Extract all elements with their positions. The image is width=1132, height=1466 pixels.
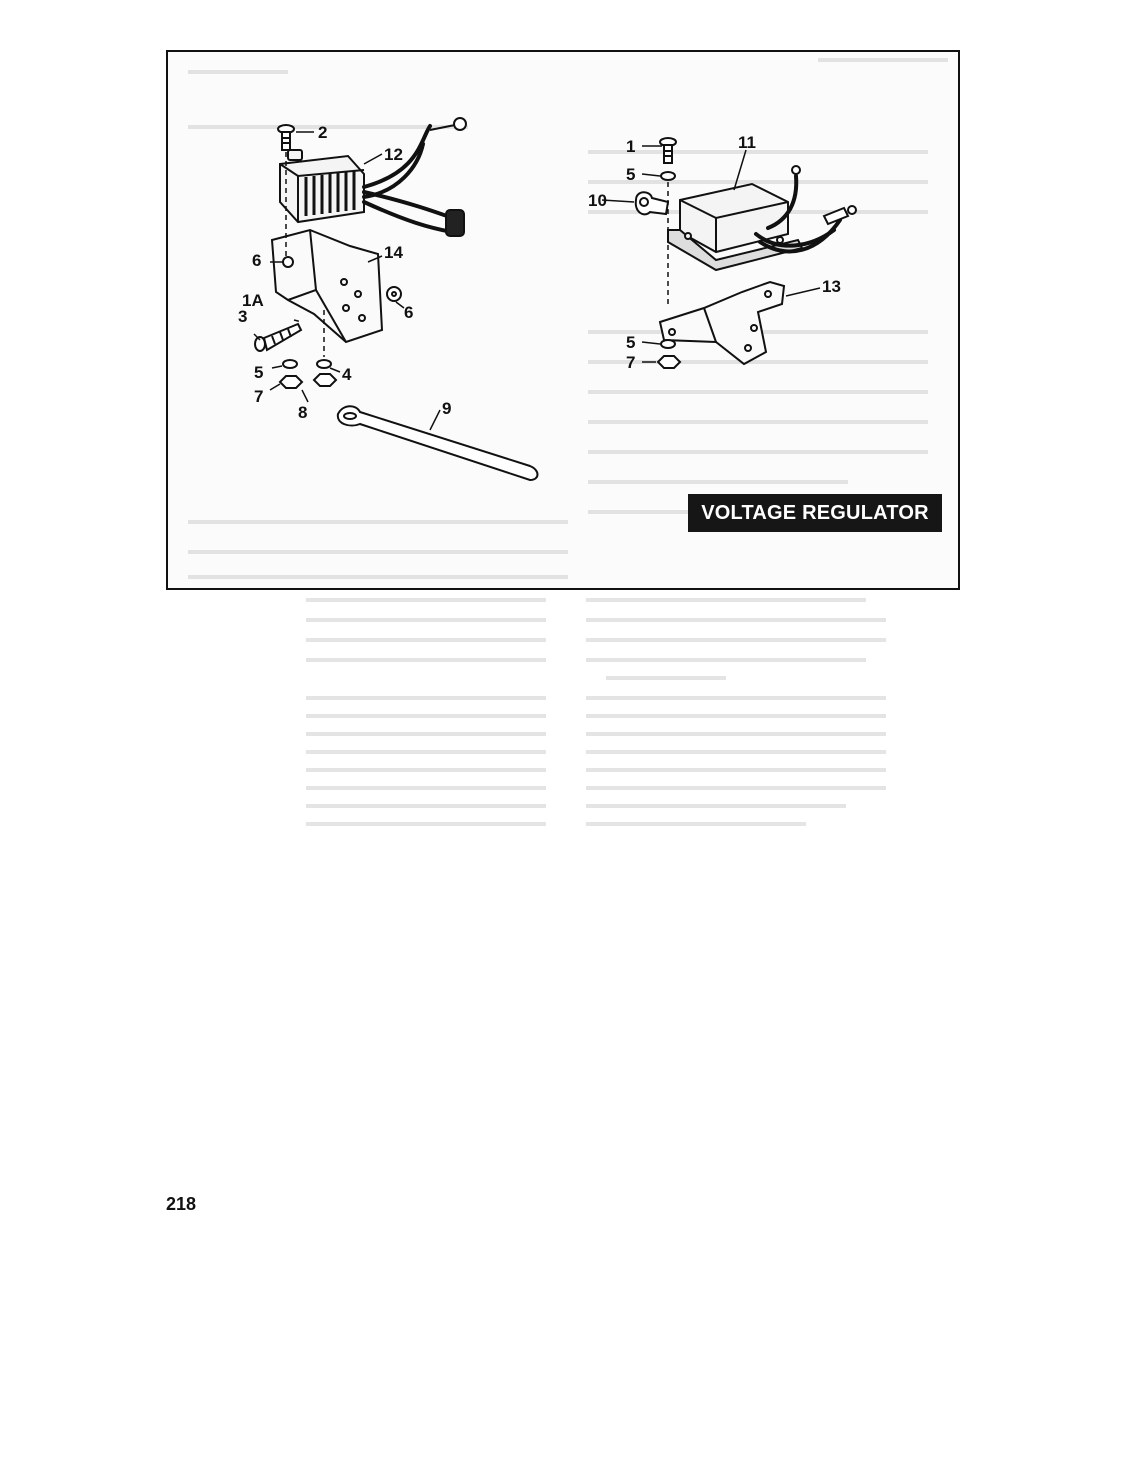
regulator-wires-right <box>754 174 842 254</box>
leader-lines <box>253 131 821 431</box>
callout-13: 13 <box>822 277 841 296</box>
callout-14: 14 <box>384 243 403 262</box>
nut-8 <box>312 373 338 387</box>
bracket-13 <box>658 280 786 366</box>
wire-terminal-left <box>429 117 467 237</box>
nut-7-left <box>278 375 304 389</box>
washer-4 <box>316 359 332 369</box>
callout-6-left: 6 <box>252 251 261 270</box>
bleed-through-table <box>306 598 886 826</box>
finned-regulator <box>279 149 365 224</box>
regulator-wires-left <box>362 124 460 234</box>
nut-7-right <box>656 355 682 369</box>
bleed-through-lines <box>188 58 948 579</box>
clamp-10 <box>634 191 670 216</box>
star-washer-6-right <box>386 286 402 302</box>
wire-terminals-right <box>791 165 857 226</box>
ground-strap-9 <box>336 405 539 482</box>
figure-frame: 2 12 6 14 6 1A 3 5 4 7 8 9 1 5 10 11 13 … <box>166 50 960 590</box>
callout-5-right-top: 5 <box>626 165 635 184</box>
screw-2 <box>277 124 295 151</box>
figure-title-banner: VOLTAGE REGULATOR <box>688 494 942 532</box>
washer-5-right-top <box>660 171 676 181</box>
callout-5-left: 5 <box>254 363 263 382</box>
callout-7-right: 7 <box>626 353 635 372</box>
washer-5-right-bottom <box>660 339 676 349</box>
callout-8: 8 <box>298 403 307 422</box>
callout-7-left: 7 <box>254 387 263 406</box>
callout-10: 10 <box>588 191 607 210</box>
callout-4: 4 <box>342 365 352 384</box>
washer-6-left <box>282 256 294 268</box>
bolt-3 <box>254 322 303 352</box>
callout-12: 12 <box>384 145 403 164</box>
dashed-assembly-lines-left <box>285 152 325 357</box>
callout-6-right: 6 <box>404 303 413 322</box>
callout-5-right-bottom: 5 <box>626 333 635 352</box>
exploded-view-diagram: 2 12 6 14 6 1A 3 5 4 7 8 9 1 5 10 11 13 … <box>188 58 948 579</box>
callout-11: 11 <box>738 133 756 152</box>
callout-1: 1 <box>626 137 635 156</box>
callout-2: 2 <box>318 123 327 142</box>
callout-9: 9 <box>442 399 451 418</box>
page-number: 218 <box>166 1194 197 1214</box>
washer-5-left <box>282 359 298 369</box>
bracket-14 <box>270 228 384 344</box>
screw-1 <box>659 137 677 164</box>
callout-3: 3 <box>238 307 247 326</box>
regulator-box-11 <box>667 182 804 272</box>
callout-1a: 1A <box>242 291 264 310</box>
